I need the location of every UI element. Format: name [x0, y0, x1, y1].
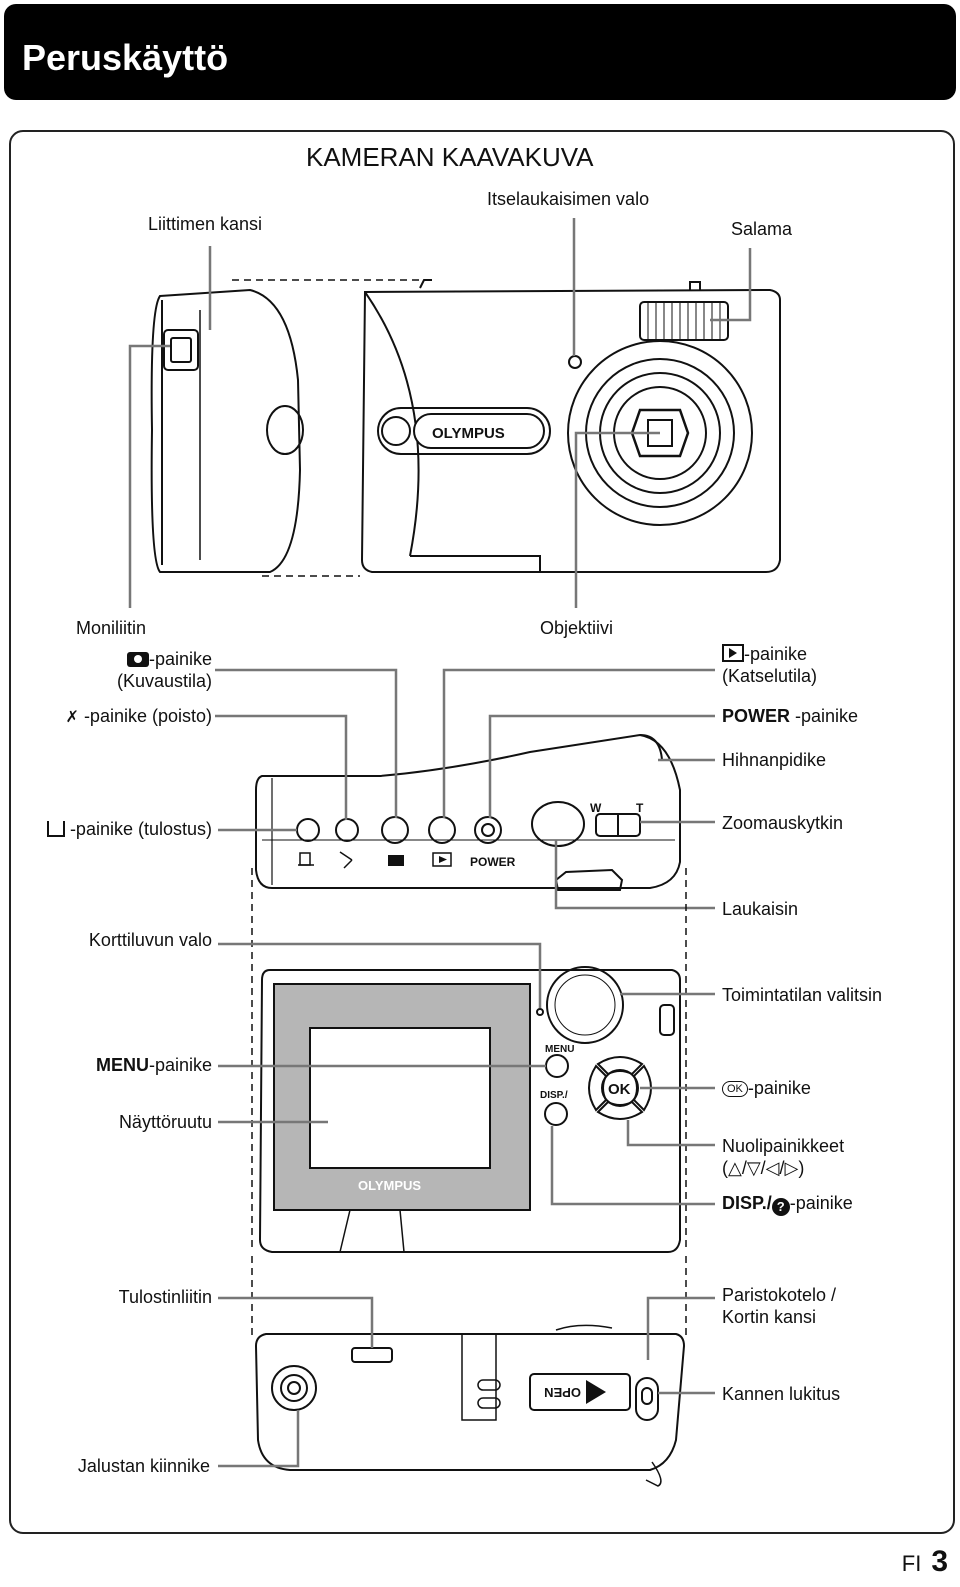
- arrow-left-shape: [588, 1064, 608, 1112]
- arrow-right-shape: [632, 1064, 652, 1112]
- brand-plate: [377, 407, 551, 455]
- brand-back: OLYMPUS: [358, 1178, 421, 1193]
- disp-button-shape: [544, 1102, 568, 1126]
- camera-front-body: [360, 288, 781, 573]
- label-jalustan-kiinnike: Jalustan kiinnike: [77, 1456, 210, 1476]
- lens-outer: [567, 340, 753, 526]
- label-paristokotelo: Paristokotelo / Kortin kansi: [722, 1285, 837, 1327]
- camera-back-body: [258, 969, 681, 1253]
- page-title: Peruskäyttö: [22, 37, 229, 78]
- label-tulostus: -painike (tulostus): [46, 818, 212, 840]
- ok-icon: OK: [722, 1081, 748, 1097]
- cover-lock: [635, 1377, 659, 1421]
- arrow-up-shape: [596, 1056, 644, 1076]
- power-button-shape: [474, 816, 502, 844]
- shooting-button-shape: [381, 816, 409, 844]
- zoom-dial-edge: [554, 868, 624, 891]
- printer-port: [351, 1347, 393, 1363]
- mode-dial: [546, 966, 624, 1044]
- page-footer: FI 3: [902, 1545, 948, 1579]
- camera-icon: [126, 652, 149, 667]
- label-nuolipainikkeet: Nuolipainikkeet (△/▽/◁/▷): [722, 1136, 845, 1178]
- strap-lug-side: [266, 405, 304, 455]
- print-button-shape: [296, 818, 320, 842]
- brand-front: OLYMPUS: [432, 425, 505, 442]
- playback-icon: [722, 644, 744, 662]
- label-hihnanpidike: Hihnanpidike: [722, 750, 827, 770]
- self-timer-lamp: [568, 355, 582, 369]
- label-korttiluvun-valo: Korttiluvun valo: [88, 930, 212, 950]
- zoom-w-text: W: [590, 801, 602, 815]
- diagram-title: KAMERAN KAAVAKUVA: [306, 142, 594, 172]
- label-katselu: -painike (Katselutila): [722, 644, 818, 686]
- label-ok: OK-painike: [722, 1077, 811, 1099]
- help-icon: ?: [771, 1198, 790, 1216]
- battery-door-panel: [529, 1373, 631, 1411]
- card-access-lamp: [536, 1008, 544, 1016]
- section-header: Peruskäyttö: [4, 4, 956, 100]
- label-kannen-lukitus: Kannen lukitus: [722, 1384, 841, 1404]
- lcd-screen: [309, 1027, 491, 1169]
- label-toimintatilan-valitsin: Toimintatilan valitsin: [722, 985, 883, 1005]
- menu-text: MENU: [545, 1044, 574, 1055]
- disp-text: DISP./: [540, 1090, 568, 1101]
- camera-top-body: [255, 733, 681, 889]
- menu-button-shape: [545, 1054, 569, 1078]
- label-disp: DISP./?-painike: [722, 1193, 853, 1216]
- label-tulostinliitin: Tulostinliitin: [118, 1287, 212, 1307]
- multi-connector: [163, 329, 199, 371]
- zoom-t-text: T: [636, 801, 644, 815]
- page-number: 3: [931, 1545, 948, 1578]
- power-text: POWER: [470, 855, 516, 869]
- label-moniliitin: Moniliitin: [76, 618, 147, 638]
- label-itselaukaisimen-valo: Itselaukaisimen valo: [487, 189, 650, 209]
- label-power: POWER -painike: [722, 706, 859, 726]
- label-laukaisin: Laukaisin: [722, 899, 799, 919]
- label-kuvaus: -painike (Kuvaustila): [116, 649, 212, 691]
- label-nayttoruutu: Näyttöruutu: [118, 1112, 212, 1132]
- tripod-socket: [271, 1365, 317, 1411]
- label-menu: MENU-painike: [95, 1055, 212, 1075]
- erase-icon: ✗: [65, 709, 79, 726]
- camera-side-body: [150, 288, 302, 573]
- open-text: OPEN: [544, 1385, 581, 1400]
- erase-button-shape: [335, 818, 359, 842]
- print-icon: [46, 821, 65, 837]
- label-salama: Salama: [731, 219, 793, 239]
- label-poisto: ✗ -painike (poisto): [65, 706, 212, 726]
- language-code: FI: [901, 1551, 922, 1576]
- label-liittimen-kansi: Liittimen kansi: [148, 214, 263, 234]
- camera-bottom-body: [254, 1333, 686, 1471]
- arrow-down-shape: [596, 1100, 644, 1120]
- label-zoomauskytkin: Zoomauskytkin: [722, 813, 844, 833]
- ok-text: OK: [608, 1081, 631, 1098]
- playback-button-shape: [428, 816, 456, 844]
- strap-eyelet-back: [659, 1004, 675, 1036]
- label-objektiivi: Objektiivi: [540, 618, 614, 638]
- shutter-button-shape: [531, 801, 585, 847]
